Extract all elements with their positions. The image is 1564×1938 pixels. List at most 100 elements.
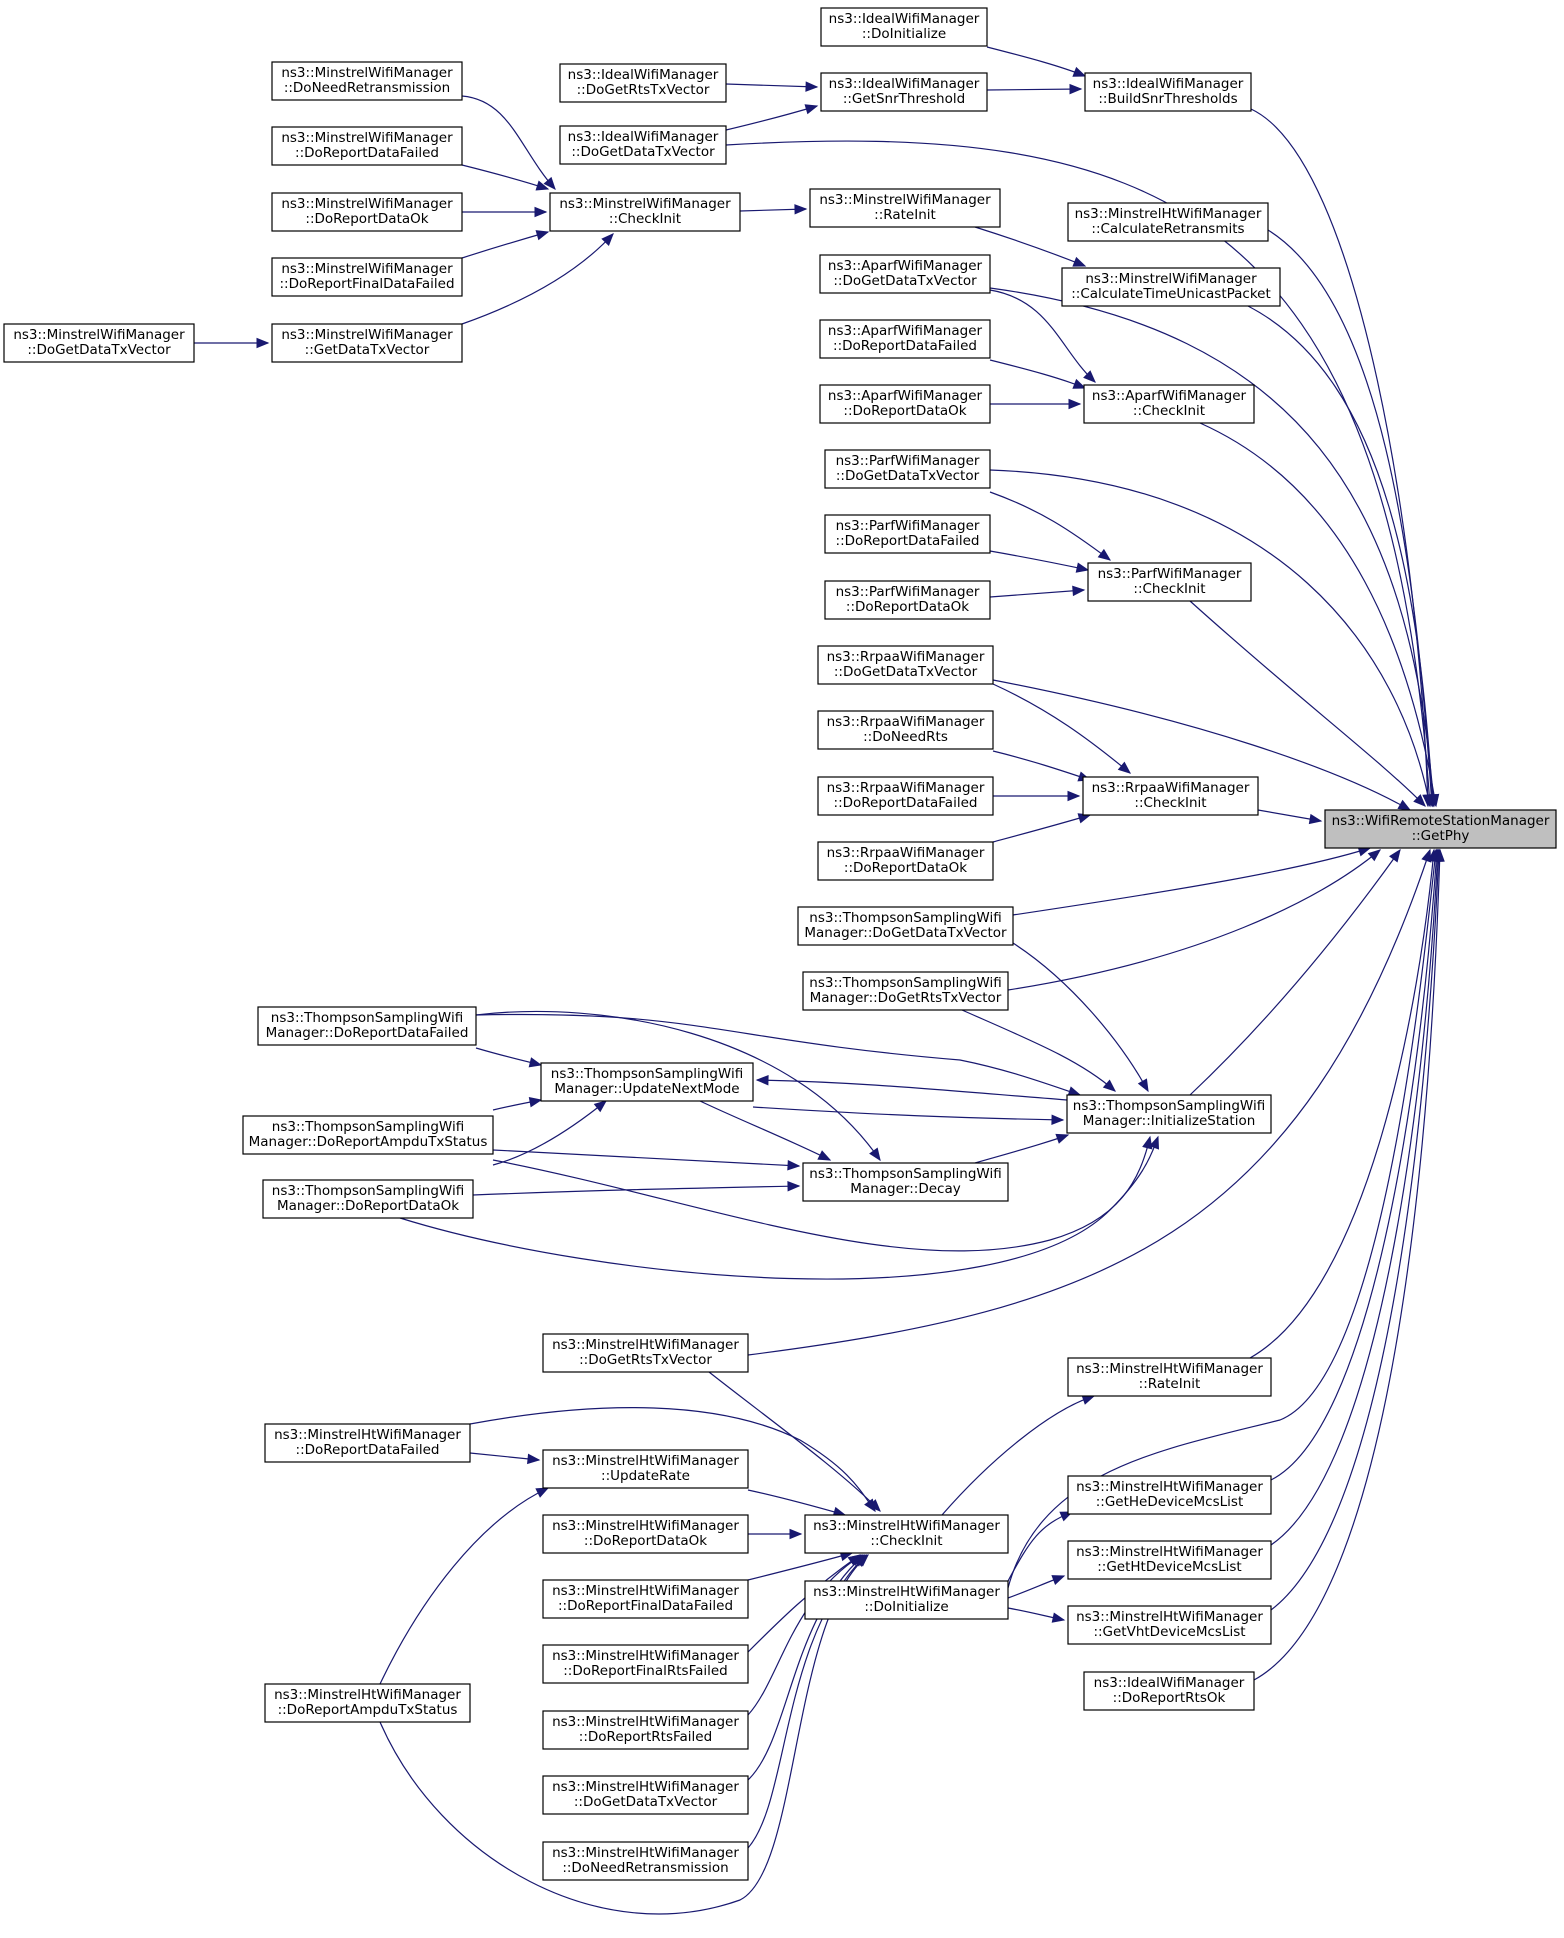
edge-mht_finalfail-to-mht_check	[747, 1551, 854, 1581]
node-label-line-2: ::RateInit	[874, 207, 936, 223]
arrowhead	[1075, 562, 1090, 573]
edge-ts_init-to-getphy	[1189, 848, 1401, 1096]
node-mht-doinit[interactable]: ns3::MinstrelHtWifiManager::DoInitialize	[804, 1580, 1009, 1620]
node-mht-ht[interactable]: ns3::MinstrelHtWifiManager::GetHtDeviceM…	[1067, 1540, 1272, 1580]
node-parf-failed[interactable]: ns3::ParfWifiManager::DoReportDataFailed	[824, 514, 991, 554]
node-aparf-data[interactable]: ns3::AparfWifiManager::DoGetDataTxVector	[819, 254, 991, 294]
edge-parf_data-to-parf_check	[989, 491, 1112, 561]
node-mht-check[interactable]: ns3::MinstrelHtWifiManager::CheckInit	[804, 1514, 1009, 1554]
node-min-repok[interactable]: ns3::MinstrelWifiManager::DoReportDataOk	[271, 192, 463, 232]
arrowhead	[1051, 1612, 1066, 1623]
node-mht-rateinit[interactable]: ns3::MinstrelHtWifiManager::RateInit	[1067, 1357, 1272, 1397]
node-rrpaa-check[interactable]: ns3::RrpaaWifiManager::CheckInit	[1082, 776, 1259, 816]
node-mht-needretx[interactable]: ns3::MinstrelHtWifiManager::DoNeedRetran…	[542, 1841, 749, 1881]
node-min-repfailed[interactable]: ns3::MinstrelWifiManager::DoReportDataFa…	[271, 126, 463, 166]
node-ts-update[interactable]: ns3::ThompsonSamplingWifiManager::Update…	[540, 1062, 754, 1102]
node-label-line-1: ns3::MinstrelHtWifiManager	[552, 1337, 739, 1353]
node-box	[820, 7, 988, 47]
node-mht-rtsfailed[interactable]: ns3::MinstrelHtWifiManager::DoReportRtsF…	[542, 1710, 749, 1750]
node-mht-failed[interactable]: ns3::MinstrelHtWifiManager::DoReportData…	[264, 1423, 471, 1463]
node-label-line-2: ::DoReportDataOk	[844, 860, 967, 876]
node-aparf-failed[interactable]: ns3::AparfWifiManager::DoReportDataFaile…	[819, 319, 991, 359]
edge-mht_rateinit-to-getphy	[1249, 848, 1439, 1359]
node-rrpaa-data[interactable]: ns3::RrpaaWifiManager::DoGetDataTxVector	[817, 645, 994, 685]
node-label-line-2: ::DoGetDataTxVector	[574, 1794, 718, 1810]
node-rrpaa-needrts[interactable]: ns3::RrpaaWifiManager::DoNeedRts	[817, 710, 994, 750]
edge-line	[699, 1100, 831, 1161]
node-parf-check[interactable]: ns3::ParfWifiManager::CheckInit	[1087, 562, 1252, 602]
node-ideal-getsnr[interactable]: ns3::IdealWifiManager::GetSnrThreshold	[820, 72, 988, 112]
edge-min_needretx-to-min_checkinit	[461, 95, 556, 191]
node-label-line-1: ns3::MinstrelWifiManager	[281, 327, 453, 343]
edge-ts_ok-to-ts_decay	[472, 1180, 801, 1196]
node-mht-ok[interactable]: ns3::MinstrelHtWifiManager::DoReportData…	[542, 1514, 749, 1554]
node-label-line-2: ::CheckInit	[1133, 581, 1205, 597]
node-label-line-2: ::DoReportRtsOk	[1113, 1690, 1226, 1706]
arrowhead	[804, 104, 819, 115]
node-label-line-2: Manager::InitializeStation	[1083, 1113, 1256, 1129]
node-ts-data[interactable]: ns3::ThompsonSamplingWifiManager::DoGetD…	[797, 906, 1014, 946]
edge-mht_ok-to-mht_check	[748, 1528, 803, 1540]
edge-line	[992, 683, 1131, 774]
node-aparf-ok[interactable]: ns3::AparfWifiManager::DoReportDataOk	[819, 384, 991, 424]
node-mht-finalfail[interactable]: ns3::MinstrelHtWifiManager::DoReportFina…	[542, 1579, 749, 1619]
node-ts-init[interactable]: ns3::ThompsonSamplingWifiManager::Initia…	[1066, 1094, 1272, 1134]
node-ideal-doinit[interactable]: ns3::IdealWifiManager::DoInitialize	[820, 7, 988, 47]
node-mht-ampdu[interactable]: ns3::MinstrelHtWifiManager::DoReportAmpd…	[264, 1683, 471, 1723]
node-label-line-2: ::DoReportRtsFailed	[579, 1729, 712, 1745]
node-min-dogetdata[interactable]: ns3::MinstrelWifiManager::DoGetDataTxVec…	[3, 323, 195, 363]
node-label-line-2: ::DoGetDataTxVector	[834, 664, 978, 680]
node-ideal-data[interactable]: ns3::IdealWifiManager::DoGetDataTxVector	[559, 125, 727, 165]
node-label-line-1: ns3::ParfWifiManager	[836, 584, 980, 600]
node-ideal-rts[interactable]: ns3::IdealWifiManager::DoGetRtsTxVector	[559, 63, 727, 103]
node-ts-rts[interactable]: ns3::ThompsonSamplingWifiManager::DoGetR…	[802, 971, 1009, 1011]
node-mht-rts[interactable]: ns3::MinstrelHtWifiManager::DoGetRtsTxVe…	[542, 1333, 749, 1373]
arrowhead	[1067, 790, 1081, 802]
arrowhead	[794, 204, 808, 215]
node-min-calctime[interactable]: ns3::MinstrelWifiManager::CalculateTimeU…	[1061, 267, 1281, 307]
arrowhead	[1397, 799, 1412, 811]
node-box	[271, 126, 463, 166]
node-label-line-1: ns3::ThompsonSamplingWifi	[809, 910, 1001, 926]
node-min-rateinit[interactable]: ns3::MinstrelWifiManager::RateInit	[809, 188, 1001, 228]
arrowhead	[1102, 1079, 1116, 1092]
edge-mht_failed-to-mht_update	[469, 1452, 541, 1465]
node-aparf-check[interactable]: ns3::AparfWifiManager::CheckInit	[1083, 384, 1255, 424]
edge-ts_update-to-ts_init	[752, 1106, 1065, 1126]
edge-ideal_data-to-ideal_getsnr	[725, 104, 819, 131]
node-mht-update[interactable]: ns3::MinstrelHtWifiManager::UpdateRate	[542, 1449, 749, 1489]
edge-line	[1189, 600, 1426, 807]
edge-line	[1270, 849, 1438, 1481]
edge-ts_ampdu-to-ts_decay	[492, 1149, 801, 1171]
node-ideal-buildsnr[interactable]: ns3::IdealWifiManager::BuildSnrThreshold…	[1084, 72, 1252, 112]
node-mht-data[interactable]: ns3::MinstrelHtWifiManager::DoGetDataTxV…	[542, 1775, 749, 1815]
node-mht-calcretx[interactable]: ns3::MinstrelHtWifiManager::CalculateRet…	[1067, 202, 1269, 242]
node-getphy[interactable]: ns3::WifiRemoteStationManager::GetPhy	[1324, 809, 1557, 849]
node-rrpaa-ok[interactable]: ns3::RrpaaWifiManager::DoReportDataOk	[817, 841, 994, 881]
edge-ts_update-to-ts_decay	[699, 1100, 832, 1161]
node-parf-data[interactable]: ns3::ParfWifiManager::DoGetDataTxVector	[824, 449, 991, 489]
node-ts-ampdu[interactable]: ns3::ThompsonSamplingWifiManager::DoRepo…	[242, 1115, 494, 1155]
node-mht-vht[interactable]: ns3::MinstrelHtWifiManager::GetVhtDevice…	[1067, 1605, 1272, 1645]
node-box	[817, 645, 994, 685]
node-mht-finalrts[interactable]: ns3::MinstrelHtWifiManager::DoReportFina…	[542, 1644, 749, 1684]
node-label-line-2: Manager::DoReportDataFailed	[266, 1025, 469, 1041]
node-rrpaa-failed[interactable]: ns3::RrpaaWifiManager::DoReportDataFaile…	[817, 776, 994, 816]
node-ideal-rtsok[interactable]: ns3::IdealWifiManager::DoReportRtsOk	[1083, 1671, 1255, 1711]
edge-mht_doinit-to-mht_ht	[1007, 1575, 1066, 1599]
node-label-line-2: ::GetHeDeviceMcsList	[1096, 1494, 1244, 1510]
node-min-getdata[interactable]: ns3::MinstrelWifiManager::GetDataTxVecto…	[271, 323, 463, 363]
edge-mht_failed-to-mht_check	[469, 1407, 876, 1513]
arrowhead	[528, 1096, 543, 1108]
node-ts-ok[interactable]: ns3::ThompsonSamplingWifiManager::DoRepo…	[262, 1179, 474, 1219]
node-min-repfinal[interactable]: ns3::MinstrelWifiManager::DoReportFinalD…	[271, 257, 463, 297]
node-min-checkinit[interactable]: ns3::MinstrelWifiManager::CheckInit	[549, 192, 741, 232]
node-mht-he[interactable]: ns3::MinstrelHtWifiManager::GetHeDeviceM…	[1067, 1475, 1272, 1515]
node-box	[542, 1579, 749, 1619]
node-min-needretx[interactable]: ns3::MinstrelWifiManager::DoNeedRetransm…	[271, 61, 463, 101]
edge-ideal_rtsok-to-getphy	[1253, 848, 1445, 1681]
node-ts-failed[interactable]: ns3::ThompsonSamplingWifiManager::DoRepo…	[257, 1006, 477, 1046]
node-parf-ok[interactable]: ns3::ParfWifiManager::DoReportDataOk	[824, 580, 991, 620]
edge-line	[472, 1185, 800, 1196]
